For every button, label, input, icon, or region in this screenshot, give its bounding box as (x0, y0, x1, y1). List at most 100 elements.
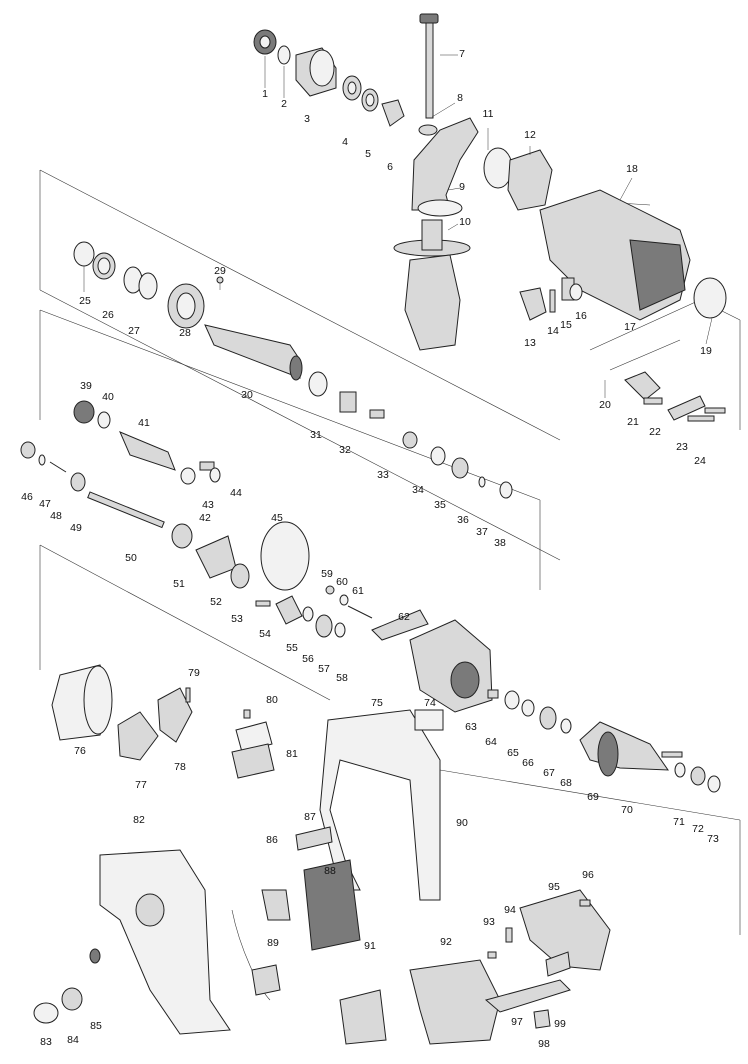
part-number-34: 34 (412, 484, 424, 496)
part-number-20: 20 (599, 399, 611, 411)
part-number-22: 22 (649, 426, 661, 438)
part-number-83: 83 (40, 1036, 52, 1048)
part-number-74: 74 (424, 697, 436, 709)
part-number-30: 30 (241, 389, 253, 401)
part-number-80: 80 (266, 694, 278, 706)
part-number-38: 38 (494, 537, 506, 549)
part-number-73: 73 (707, 833, 719, 845)
part-number-35: 35 (434, 499, 446, 511)
part-number-69: 69 (587, 791, 599, 803)
part-number-99: 99 (554, 1018, 566, 1030)
part-number-27: 27 (128, 325, 140, 337)
part-number-17: 17 (624, 321, 636, 333)
part-number-61: 61 (352, 585, 364, 597)
part-number-59: 59 (321, 568, 333, 580)
part-number-40: 40 (102, 391, 114, 403)
part-number-12: 12 (524, 129, 536, 141)
part-number-95: 95 (548, 881, 560, 893)
part-number-60: 60 (336, 576, 348, 588)
part-number-31: 31 (310, 429, 322, 441)
part-number-24: 24 (694, 455, 706, 467)
part-number-84: 84 (67, 1034, 79, 1046)
part-number-16: 16 (575, 310, 587, 322)
part-number-62: 62 (398, 611, 410, 623)
part-number-49: 49 (70, 522, 82, 534)
part-number-33: 33 (377, 469, 389, 481)
part-number-13: 13 (524, 337, 536, 349)
part-number-43: 43 (202, 499, 214, 511)
part-number-52: 52 (210, 596, 222, 608)
part-number-25: 25 (79, 295, 91, 307)
part-number-93: 93 (483, 916, 495, 928)
part-number-55: 55 (286, 642, 298, 654)
part-number-41: 41 (138, 417, 150, 429)
part-number-6: 6 (387, 161, 393, 173)
part-number-96: 96 (582, 869, 594, 881)
part-number-70: 70 (621, 804, 633, 816)
part-number-23: 23 (676, 441, 688, 453)
part-number-71: 71 (673, 816, 685, 828)
part-number-87: 87 (304, 811, 316, 823)
part-number-82: 82 (133, 814, 145, 826)
part-number-32: 32 (339, 444, 351, 456)
part-number-75: 75 (371, 697, 383, 709)
part-number-11: 11 (483, 108, 494, 120)
part-number-81: 81 (286, 748, 298, 760)
part-number-97: 97 (511, 1016, 523, 1028)
part-number-85: 85 (90, 1020, 102, 1032)
part-number-36: 36 (457, 514, 469, 526)
part-number-56: 56 (302, 653, 314, 665)
part-number-77: 77 (135, 779, 147, 791)
part-number-39: 39 (80, 380, 92, 392)
part-number-57: 57 (318, 663, 330, 675)
part-number-89: 89 (267, 937, 279, 949)
part-number-76: 76 (74, 745, 86, 757)
leader-lines (83, 54, 713, 398)
part-number-86: 86 (266, 834, 278, 846)
part-number-63: 63 (465, 721, 477, 733)
part-number-47: 47 (39, 498, 51, 510)
part-number-91: 91 (364, 940, 376, 952)
part-shapes-lower-left (20, 400, 310, 591)
part-number-65: 65 (507, 747, 519, 759)
part-number-48: 48 (50, 510, 62, 522)
part-number-29: 29 (214, 265, 226, 277)
part-shapes-middle (73, 241, 513, 499)
part-number-14: 14 (547, 325, 559, 337)
part-shapes (253, 13, 727, 422)
part-number-51: 51 (173, 578, 185, 590)
part-number-5: 5 (365, 148, 371, 160)
part-number-42: 42 (199, 512, 211, 524)
part-number-2: 2 (281, 98, 287, 110)
part-number-67: 67 (543, 767, 555, 779)
part-number-26: 26 (102, 309, 114, 321)
part-number-79: 79 (188, 667, 200, 679)
part-number-53: 53 (231, 613, 243, 625)
part-number-37: 37 (476, 526, 488, 538)
part-shapes-housing (33, 664, 611, 1045)
part-number-21: 21 (627, 416, 639, 428)
part-number-15: 15 (560, 319, 572, 331)
part-shapes-mech (255, 585, 721, 793)
part-number-98: 98 (538, 1038, 550, 1050)
part-number-72: 72 (692, 823, 704, 835)
part-number-9: 9 (459, 181, 465, 193)
part-number-90: 90 (456, 817, 468, 829)
part-number-66: 66 (522, 757, 534, 769)
part-number-8: 8 (457, 92, 463, 104)
part-number-58: 58 (336, 672, 348, 684)
part-number-10: 10 (459, 216, 471, 228)
part-number-64: 64 (485, 736, 497, 748)
part-number-78: 78 (174, 761, 186, 773)
part-number-92: 92 (440, 936, 452, 948)
part-number-68: 68 (560, 777, 572, 789)
part-number-7: 7 (459, 48, 465, 60)
part-number-19: 19 (700, 345, 712, 357)
part-number-18: 18 (626, 163, 638, 175)
part-number-28: 28 (179, 327, 191, 339)
part-number-50: 50 (125, 552, 137, 564)
part-number-4: 4 (342, 136, 348, 148)
